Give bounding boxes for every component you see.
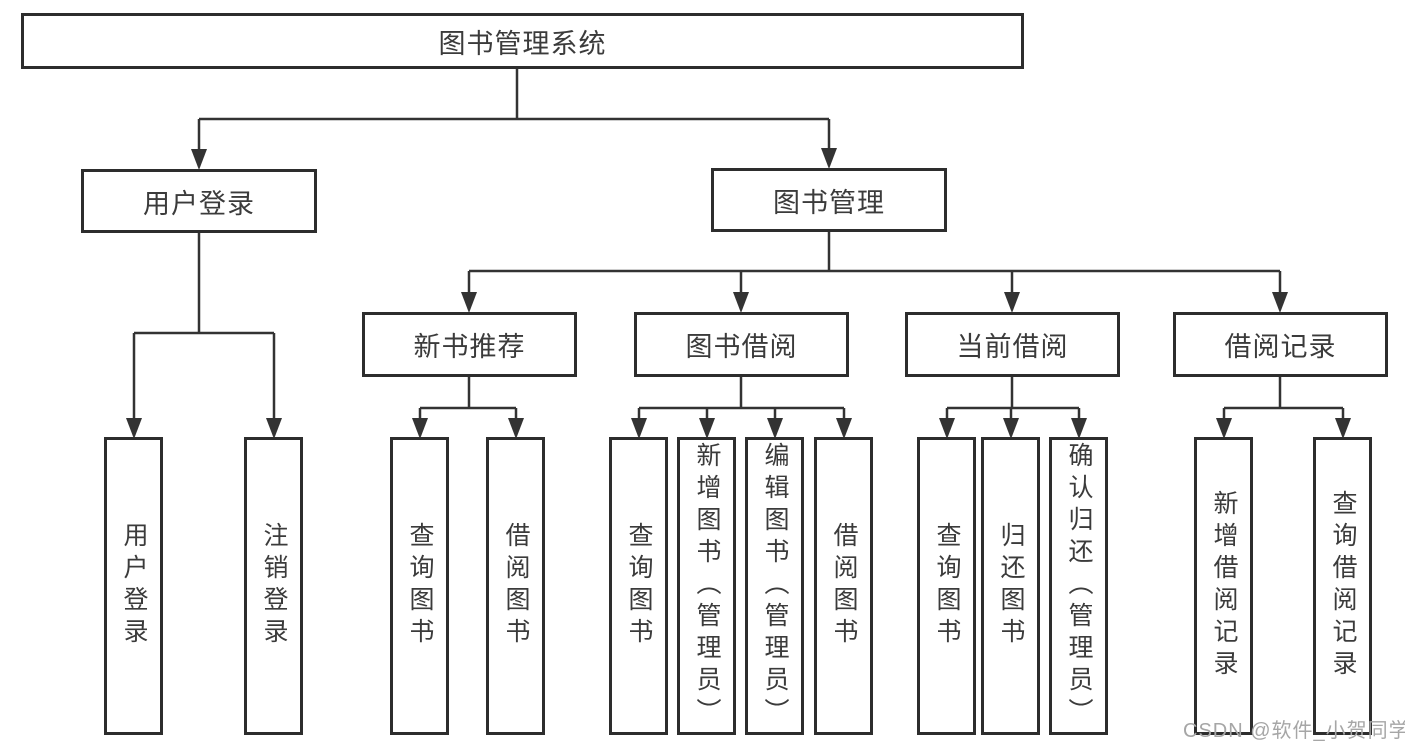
leaf-logout-login-label: 注销登录 bbox=[260, 522, 288, 650]
edge-root-to-level2 bbox=[197, 69, 831, 151]
edge-book-borrow-to-leaves bbox=[637, 377, 846, 420]
node-book-management-label: 图书管理 bbox=[773, 187, 885, 218]
leaf-edit-books-admin-label: 编辑图书（管理员） bbox=[761, 442, 789, 730]
node-new-book-recommend-label: 新书推荐 bbox=[413, 332, 526, 362]
node-borrow-records: 借阅记录 bbox=[1173, 312, 1388, 377]
node-root-label: 图书管理系统 bbox=[438, 28, 607, 59]
leaf-borrow-books: 借阅图书 bbox=[814, 437, 873, 735]
leaf-query-borrow-record: 查询借阅记录 bbox=[1313, 437, 1372, 735]
leaf-query-books-borrow: 查询图书 bbox=[609, 437, 668, 735]
leaf-query-books-recommend-label: 查询图书 bbox=[406, 522, 434, 650]
node-user-login-label: 用户登录 bbox=[143, 188, 255, 219]
leaf-add-borrow-record: 新增借阅记录 bbox=[1194, 437, 1253, 735]
leaf-logout-login: 注销登录 bbox=[244, 437, 303, 735]
leaf-borrow-books-recommend-label: 借阅图书 bbox=[502, 522, 530, 650]
leaf-return-books-label: 归还图书 bbox=[997, 522, 1025, 650]
leaf-user-login: 用户登录 bbox=[104, 437, 163, 735]
node-new-book-recommend: 新书推荐 bbox=[362, 312, 577, 377]
node-book-borrow-label: 图书借阅 bbox=[685, 332, 798, 362]
edge-book-management-to-level3 bbox=[467, 232, 1282, 294]
leaf-user-login-label: 用户登录 bbox=[120, 522, 148, 650]
leaf-query-books-recommend: 查询图书 bbox=[390, 437, 449, 735]
leaf-query-books-current: 查询图书 bbox=[917, 437, 976, 735]
leaf-return-books: 归还图书 bbox=[981, 437, 1040, 735]
leaf-query-borrow-record-label: 查询借阅记录 bbox=[1329, 490, 1357, 682]
node-current-borrow: 当前借阅 bbox=[905, 312, 1120, 377]
leaf-edit-books-admin: 编辑图书（管理员） bbox=[745, 437, 804, 735]
edge-current-borrow-to-leaves bbox=[945, 377, 1081, 420]
edge-new-book-recommend-to-leaves bbox=[418, 377, 518, 420]
edge-borrow-records-to-leaves bbox=[1222, 377, 1345, 420]
leaf-query-books-current-label: 查询图书 bbox=[933, 522, 961, 650]
node-book-borrow: 图书借阅 bbox=[634, 312, 849, 377]
leaf-borrow-books-label: 借阅图书 bbox=[830, 522, 858, 650]
leaf-add-borrow-record-label: 新增借阅记录 bbox=[1210, 490, 1238, 682]
node-current-borrow-label: 当前借阅 bbox=[956, 332, 1069, 362]
node-user-login: 用户登录 bbox=[81, 169, 317, 233]
leaf-borrow-books-recommend: 借阅图书 bbox=[486, 437, 545, 735]
leaf-confirm-return-admin: 确认归还（管理员） bbox=[1049, 437, 1108, 735]
node-root: 图书管理系统 bbox=[21, 13, 1024, 69]
leaf-query-books-borrow-label: 查询图书 bbox=[625, 522, 653, 650]
node-book-management: 图书管理 bbox=[711, 168, 947, 232]
leaf-add-books-admin-label: 新增图书（管理员） bbox=[693, 442, 721, 730]
csdn-watermark: CSDN @软件_小贺同学 bbox=[1183, 720, 1405, 742]
arrowheads bbox=[126, 148, 1351, 439]
leaf-add-books-admin: 新增图书（管理员） bbox=[677, 437, 736, 735]
node-borrow-records-label: 借阅记录 bbox=[1224, 332, 1337, 362]
leaf-confirm-return-admin-label: 确认归还（管理员） bbox=[1065, 442, 1093, 730]
edge-user-login-to-leaves bbox=[132, 233, 276, 420]
